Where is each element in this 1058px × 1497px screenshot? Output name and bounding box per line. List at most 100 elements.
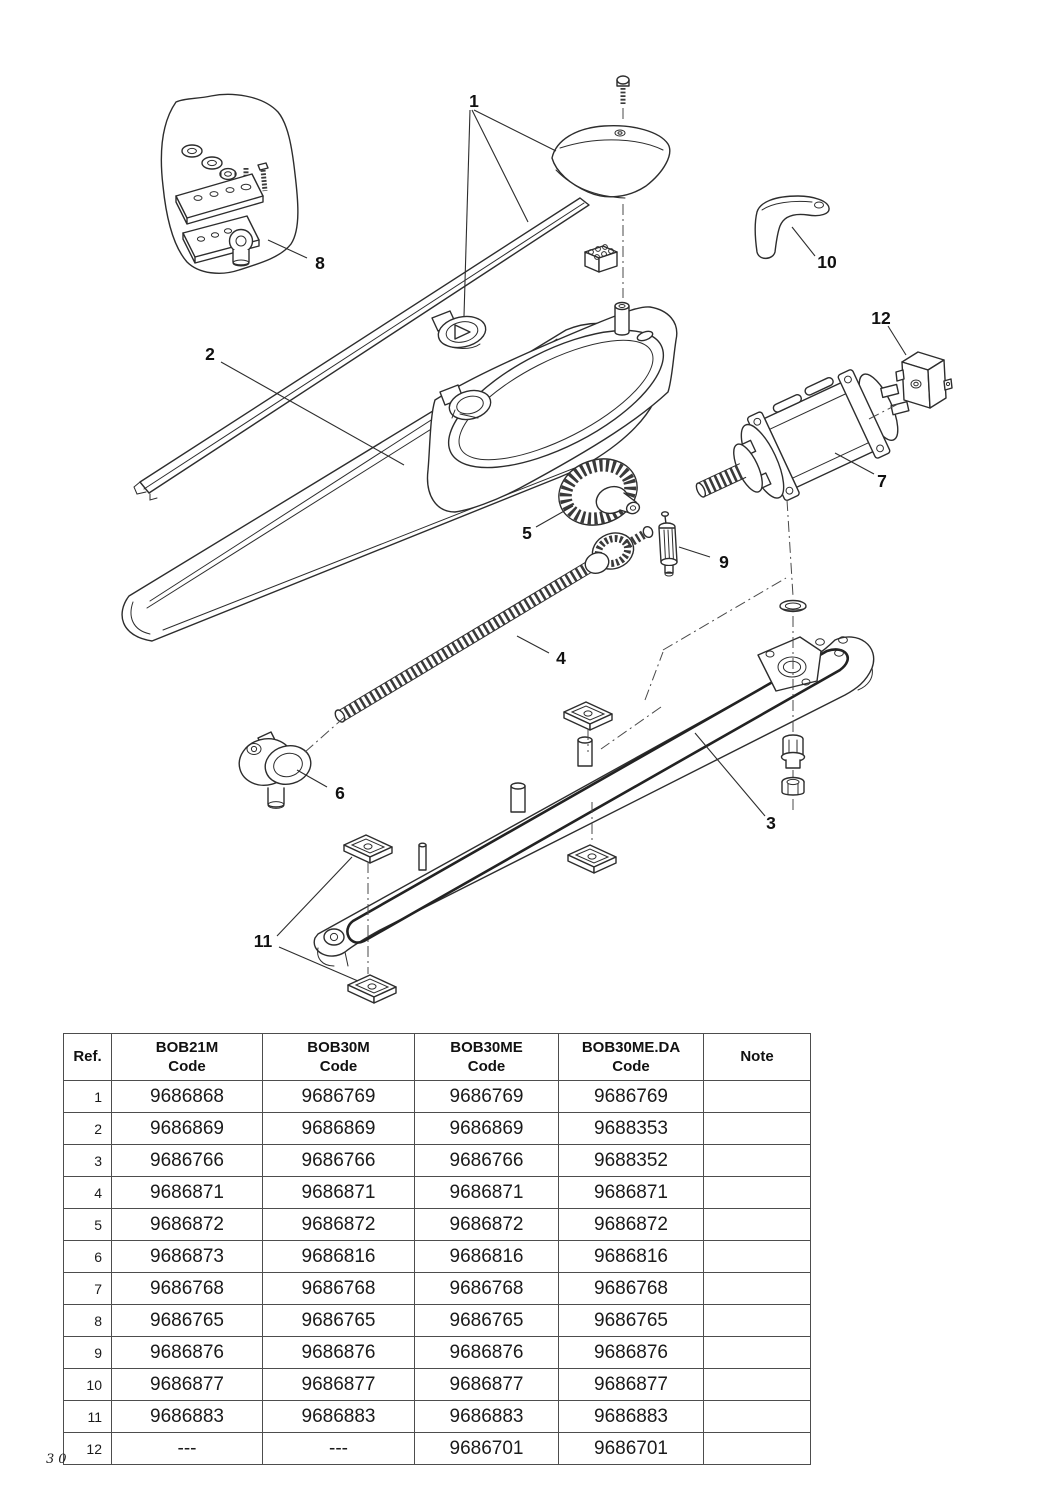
part-9-pin bbox=[658, 511, 678, 577]
note-cell bbox=[703, 1176, 811, 1209]
code-cell: 9686876 bbox=[414, 1336, 559, 1369]
ref-cell: 5 bbox=[63, 1208, 112, 1241]
code-cell: 9686765 bbox=[558, 1304, 704, 1337]
note-cell bbox=[703, 1080, 811, 1113]
code-cell: 9686816 bbox=[262, 1240, 415, 1273]
cap-nut-icon bbox=[781, 776, 805, 796]
part-4-lead-screw bbox=[334, 525, 654, 723]
code-cell: 9686872 bbox=[262, 1208, 415, 1241]
header-note-label: Note bbox=[740, 1048, 774, 1066]
ref-cell: 4 bbox=[63, 1176, 112, 1209]
code-cell: 9686876 bbox=[558, 1336, 704, 1369]
note-cell bbox=[703, 1240, 811, 1273]
note-cell bbox=[703, 1208, 811, 1241]
header-bob30m: BOB30M Code bbox=[262, 1033, 415, 1081]
callout-2: 2 bbox=[205, 344, 215, 364]
code-cell: 9686872 bbox=[111, 1208, 263, 1241]
ref-cell: 11 bbox=[63, 1400, 112, 1433]
code-cell: 9686765 bbox=[414, 1304, 559, 1337]
code-cell: 9686766 bbox=[111, 1144, 263, 1177]
header-bob30me-da: BOB30ME.DA Code bbox=[558, 1033, 704, 1081]
code-cell: 9686876 bbox=[262, 1336, 415, 1369]
note-cell bbox=[703, 1272, 811, 1305]
part-3-base bbox=[313, 636, 875, 967]
alignment-lines bbox=[304, 403, 899, 753]
ref-cell: 12 bbox=[63, 1432, 112, 1465]
part-1-group bbox=[431, 75, 671, 349]
ref-cell: 3 bbox=[63, 1144, 112, 1177]
callout-7: 7 bbox=[877, 471, 887, 491]
part-6-front-bracket bbox=[238, 731, 312, 809]
code-cell: 9686877 bbox=[414, 1368, 559, 1401]
header-note: Note bbox=[703, 1033, 811, 1081]
ref-cell: 8 bbox=[63, 1304, 112, 1337]
code-cell: 9686766 bbox=[262, 1144, 415, 1177]
code-cell: 9686766 bbox=[414, 1144, 559, 1177]
callout-3: 3 bbox=[766, 813, 776, 833]
code-cell: 9686701 bbox=[558, 1432, 704, 1465]
code-cell: 9686883 bbox=[414, 1400, 559, 1433]
ref-cell: 1 bbox=[63, 1080, 112, 1113]
release-lock-floating bbox=[431, 310, 487, 349]
code-cell: 9686871 bbox=[111, 1176, 263, 1209]
code-cell: 9686769 bbox=[262, 1080, 415, 1113]
code-cell: 9688353 bbox=[558, 1112, 704, 1145]
screw-icon bbox=[616, 75, 630, 104]
ref-cell: 6 bbox=[63, 1240, 112, 1273]
parts-table-container: Ref. BOB21M Code BOB30M Code BOB30ME Cod… bbox=[63, 1033, 811, 1465]
part-12-capacitor-box bbox=[895, 351, 953, 409]
note-cell bbox=[703, 1112, 811, 1145]
code-cell: 9688352 bbox=[558, 1144, 704, 1177]
parts-table: Ref. BOB21M Code BOB30M Code BOB30ME Cod… bbox=[63, 1033, 811, 1465]
code-cell: 9686872 bbox=[558, 1208, 704, 1241]
nut-icon bbox=[219, 167, 237, 181]
plate-lower-ball-joint bbox=[182, 215, 260, 267]
release-lock-on-housing bbox=[439, 384, 492, 421]
header-bob21m: BOB21M Code bbox=[111, 1033, 263, 1081]
part-10-handle bbox=[754, 195, 830, 260]
callout-5: 5 bbox=[522, 523, 532, 543]
part-11-pads bbox=[343, 701, 617, 1004]
header-bob21m-label: BOB21M bbox=[155, 1038, 219, 1056]
code-cell: 9686871 bbox=[558, 1176, 704, 1209]
code-cell: 9686869 bbox=[262, 1112, 415, 1145]
code-cell: 9686883 bbox=[111, 1400, 263, 1433]
note-cell bbox=[703, 1336, 811, 1369]
plate-upper bbox=[175, 173, 264, 225]
code-cell: 9686877 bbox=[262, 1368, 415, 1401]
code-cell: 9686883 bbox=[558, 1400, 704, 1433]
pad-part bbox=[563, 701, 613, 731]
pad-part bbox=[343, 834, 393, 864]
pivot-block bbox=[757, 636, 822, 692]
bolt-icon bbox=[257, 162, 269, 192]
fastener-column bbox=[779, 499, 807, 812]
header-ref: Ref. bbox=[63, 1033, 112, 1081]
note-cell bbox=[703, 1304, 811, 1337]
note-cell bbox=[703, 1400, 811, 1433]
pad-part bbox=[567, 844, 617, 874]
header-bob30me-label: BOB30ME bbox=[450, 1038, 523, 1056]
note-cell bbox=[703, 1432, 811, 1465]
code-cell: 9686816 bbox=[414, 1240, 559, 1273]
code-cell: 9686877 bbox=[111, 1368, 263, 1401]
part-5-bevel-gear bbox=[558, 458, 641, 526]
slide-rail-part bbox=[133, 197, 590, 501]
header-ref-label: Ref. bbox=[73, 1048, 102, 1066]
note-cell bbox=[703, 1368, 811, 1401]
callout-1: 1 bbox=[469, 91, 479, 111]
code-cell: 9686765 bbox=[262, 1304, 415, 1337]
code-cell: 9686871 bbox=[262, 1176, 415, 1209]
callout-8: 8 bbox=[315, 253, 325, 273]
callout-11: 11 bbox=[254, 931, 273, 951]
code-cell: 9686769 bbox=[558, 1080, 704, 1113]
